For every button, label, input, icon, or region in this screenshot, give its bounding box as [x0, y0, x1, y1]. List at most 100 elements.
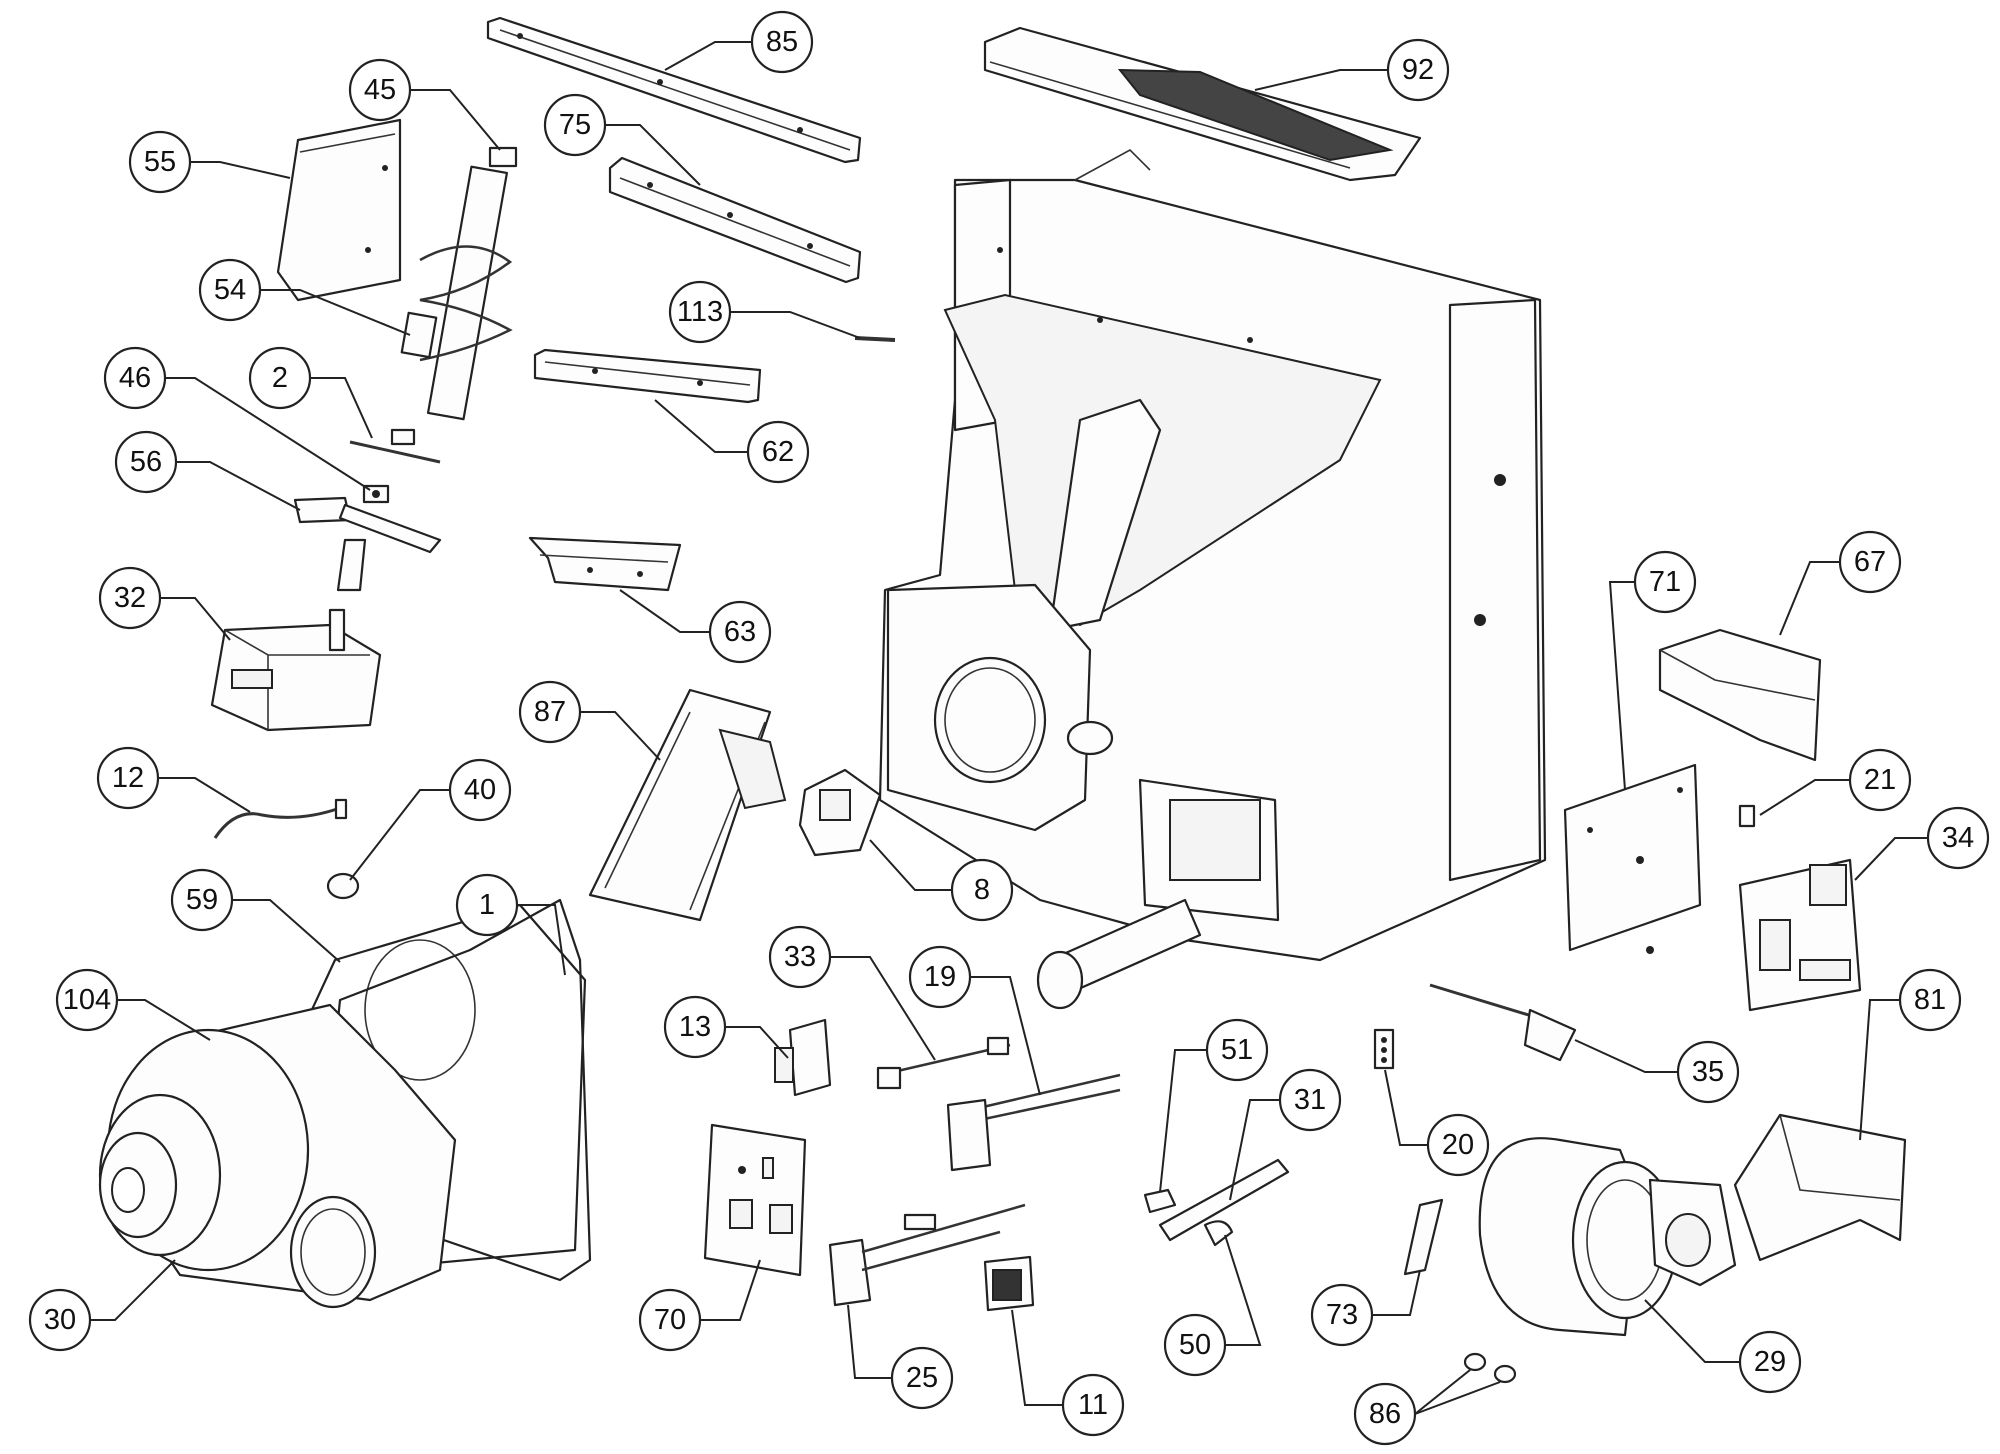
callout-circle [1676, 1040, 1740, 1104]
callout-number: 67 [1854, 546, 1886, 578]
part-21-standoff [1738, 804, 1756, 828]
leader-2 [310, 377, 373, 439]
callout-81: 81 [1898, 968, 1962, 1032]
callout-circle [248, 346, 312, 410]
part-63-angle [528, 536, 682, 592]
leader-45 [410, 89, 501, 151]
callout-55: 55 [128, 130, 192, 194]
callout-circle [668, 280, 732, 344]
callout-30: 30 [28, 1288, 92, 1352]
callout-number: 59 [186, 884, 218, 916]
callout-number: 113 [677, 296, 723, 328]
leader-33 [830, 956, 936, 1061]
leader-32 [160, 597, 231, 641]
part-35-sensor [1429, 983, 1577, 1062]
part-56-bracket [293, 496, 442, 592]
leader-19 [970, 976, 1041, 1096]
callout-56: 56 [114, 430, 178, 494]
leader-71 [1608, 581, 1635, 791]
callout-19: 19 [908, 945, 972, 1009]
leader-56 [176, 461, 301, 511]
callout-104: 104 [55, 968, 119, 1032]
callout-circle [455, 873, 519, 937]
part-73-bracket [1403, 1198, 1444, 1276]
callout-70: 70 [638, 1288, 702, 1352]
callout-1: 1 [455, 873, 519, 937]
callout-number: 50 [1179, 1329, 1211, 1361]
leader-87 [580, 711, 661, 761]
leader-86a [1414, 1369, 1471, 1415]
part-113-screw [854, 336, 896, 342]
part-19-harness [946, 1073, 1121, 1172]
leader-35 [1574, 1039, 1678, 1073]
callout-92: 92 [1386, 38, 1450, 102]
part-29-blower [1478, 1137, 1737, 1337]
callout-51: 51 [1205, 1018, 1269, 1082]
callout-12: 12 [96, 746, 160, 810]
leader-92 [1254, 69, 1388, 91]
callout-21: 21 [1848, 748, 1912, 812]
leader-62 [654, 399, 748, 453]
part-85-top-rail [486, 16, 862, 164]
callout-59: 59 [170, 868, 234, 932]
leader-20 [1384, 1069, 1428, 1146]
callout-number: 73 [1326, 1299, 1358, 1331]
callout-number: 8 [974, 874, 990, 906]
callout-circle [1838, 530, 1902, 594]
part-51-clip [1143, 1188, 1177, 1214]
leader-51 [1159, 1049, 1207, 1193]
callout-20: 20 [1426, 1113, 1490, 1177]
callout-number: 32 [114, 582, 146, 614]
leader-13 [725, 1026, 789, 1059]
callout-29: 29 [1738, 1330, 1802, 1394]
part-12-sensor [213, 798, 348, 839]
callout-circle [1278, 1068, 1342, 1132]
part-31-rod [1158, 1158, 1290, 1242]
leader-63 [619, 589, 710, 633]
callout-number: 81 [1914, 984, 1946, 1016]
callout-circle [708, 600, 772, 664]
callout-number: 62 [762, 436, 794, 468]
callout-85: 85 [750, 10, 814, 74]
part-34-control-board [1738, 858, 1862, 1012]
part-81-shield [1733, 1113, 1907, 1262]
callout-63: 63 [708, 600, 772, 664]
leader-104 [117, 999, 211, 1041]
callout-circle [1926, 806, 1990, 870]
callout-31: 31 [1278, 1068, 1342, 1132]
leader-25 [847, 1304, 892, 1379]
callout-number: 87 [534, 696, 566, 728]
leader-30 [90, 1259, 176, 1321]
leader-31 [1229, 1099, 1280, 1201]
callout-number: 70 [654, 1304, 686, 1336]
callout-circle [55, 968, 119, 1032]
callout-13: 13 [663, 995, 727, 1059]
callout-number: 54 [214, 274, 246, 306]
part-86-fasteners [1463, 1352, 1517, 1384]
callout-50: 50 [1163, 1313, 1227, 1377]
part-50-clip [1203, 1220, 1234, 1247]
callout-circle [1353, 1382, 1417, 1446]
callout-circle [170, 868, 234, 932]
part-33-harness [876, 1036, 1011, 1090]
callout-number: 56 [130, 446, 162, 478]
leader-11 [1011, 1309, 1063, 1406]
callout-number: 40 [464, 774, 496, 806]
leader-113 [730, 311, 861, 339]
callout-circle [96, 746, 160, 810]
callout-number: 86 [1369, 1398, 1401, 1430]
callout-35: 35 [1676, 1040, 1740, 1104]
callout-number: 30 [44, 1304, 76, 1336]
part-2-washer [349, 428, 441, 464]
callout-number: 51 [1221, 1034, 1253, 1066]
callout-number: 21 [1864, 764, 1896, 796]
callout-number: 19 [924, 961, 956, 993]
callout-circle [114, 430, 178, 494]
callout-circle [1386, 38, 1450, 102]
leader-81 [1859, 999, 1900, 1141]
callout-number: 12 [112, 762, 144, 794]
part-8-box [798, 768, 882, 857]
callout-73: 73 [1310, 1283, 1374, 1347]
callout-circle [663, 995, 727, 1059]
